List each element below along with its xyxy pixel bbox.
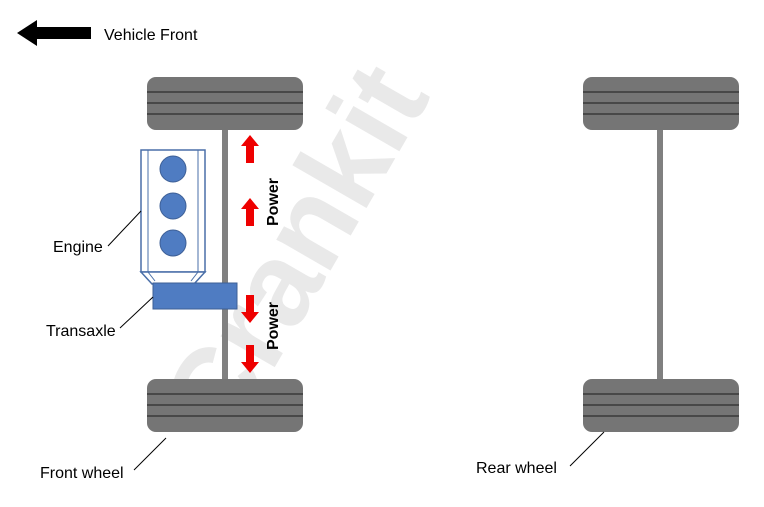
up-arrow-icon [241, 135, 259, 163]
front-left-tire [147, 77, 303, 130]
front-wheel-leader [133, 437, 167, 471]
rear-wheel-leader [569, 431, 605, 467]
up-arrow-icon [241, 198, 259, 226]
engine-block [139, 149, 207, 285]
rear-wheel-label: Rear wheel [476, 460, 557, 477]
rear-axle [657, 128, 663, 382]
power-up-label: Power [265, 177, 282, 226]
rear-right-tire [583, 379, 739, 432]
front-axle [222, 128, 228, 382]
front-right-tire [147, 379, 303, 432]
cylinder-circle-icon [159, 229, 187, 257]
cylinder-circle-icon [159, 192, 187, 220]
left-arrow-icon [17, 20, 91, 46]
engine-label: Engine [53, 239, 103, 256]
engine-leader [107, 210, 142, 247]
vehicle-front-label: Vehicle Front [104, 27, 198, 44]
cylinder-circle-icon [159, 155, 187, 183]
down-arrow-icon [241, 345, 259, 373]
power-down-label: Power [265, 301, 282, 350]
down-arrow-icon [241, 295, 259, 323]
transaxle-label: Transaxle [46, 323, 116, 340]
front-wheel-label: Front wheel [40, 465, 124, 482]
transaxle [152, 282, 238, 310]
transaxle-leader [119, 296, 154, 329]
rear-left-tire [583, 77, 739, 130]
